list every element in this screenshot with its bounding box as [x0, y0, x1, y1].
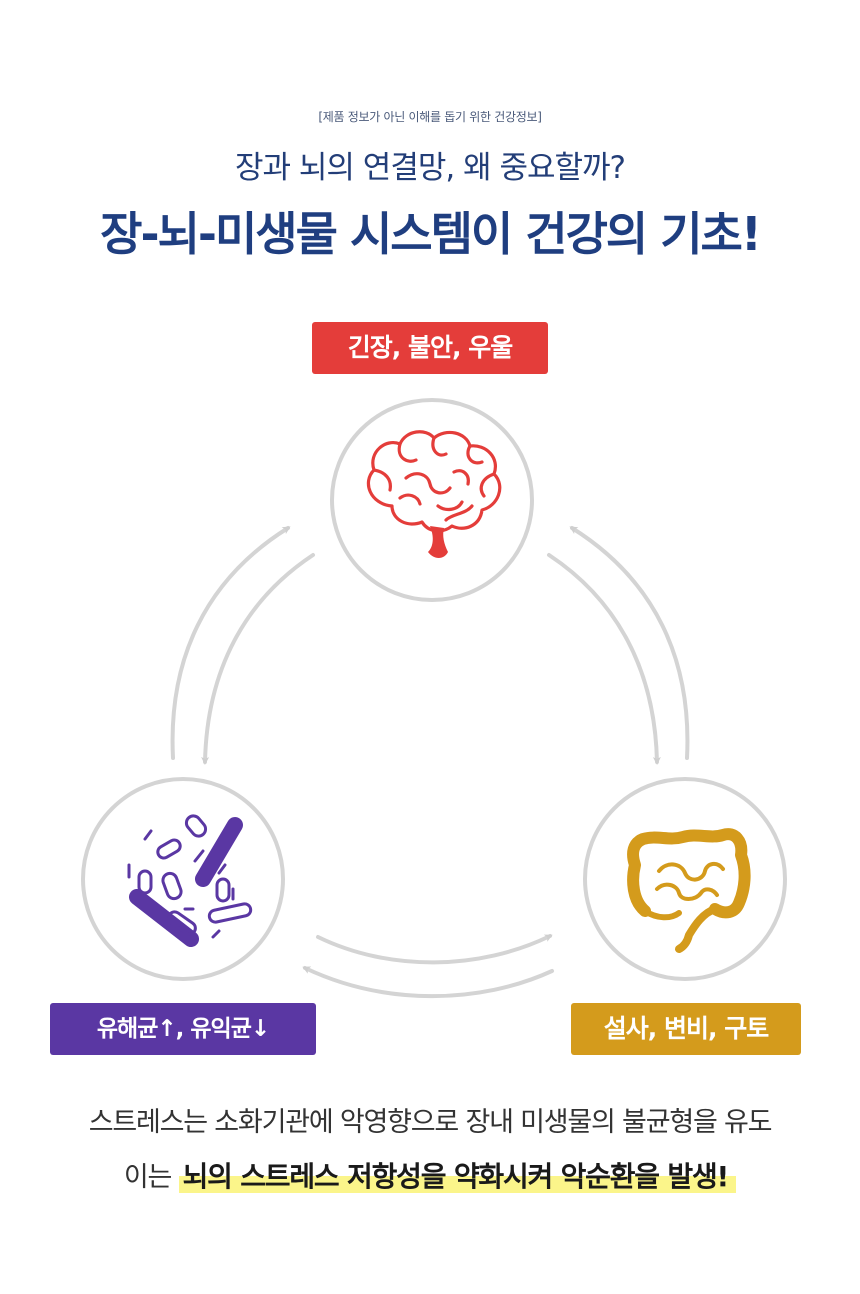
intestine-icon	[627, 828, 751, 953]
label-gut-symptoms: 설사, 변비, 구토	[571, 1003, 801, 1055]
bacteria-icon	[127, 814, 253, 947]
description-line-2: 이는 뇌의 스트레스 저항성을 약화시켜 악순환을 발생!	[0, 1155, 860, 1195]
label-bacteria-balance: 유해균↑, 유익균↓	[50, 1003, 316, 1055]
arrow-gut-to-bacteria	[302, 966, 554, 999]
arrow-bacteria-to-gut	[316, 934, 553, 965]
description-highlight: 뇌의 스트레스 저항성을 약화시켜 악순환을 발생!	[178, 1160, 737, 1193]
bacteria-node	[81, 777, 285, 981]
page-title: 장-뇌-미생물 시스템이 건강의 기초!	[100, 207, 762, 261]
brain-icon	[367, 430, 502, 558]
description-prefix: 이는	[123, 1162, 172, 1193]
page-subtitle: 장과 뇌의 연결망, 왜 중요할까?	[235, 150, 626, 186]
arrow-brain-to-bacteria	[201, 553, 315, 765]
gut-node	[583, 777, 787, 981]
info-notice: [제품 정보가 아닌 이해를 돕기 위한 건강정보]	[318, 110, 542, 124]
brain-node	[330, 398, 534, 602]
description-line-1: 스트레스는 소화기관에 악영향으로 장내 미생물의 불균형을 유도	[88, 1107, 773, 1138]
label-brain-symptoms: 긴장, 불안, 우울	[312, 322, 548, 374]
arrow-gut-to-brain	[569, 526, 690, 760]
arrow-brain-to-gut	[547, 553, 661, 765]
arrow-bacteria-to-brain	[170, 526, 291, 760]
